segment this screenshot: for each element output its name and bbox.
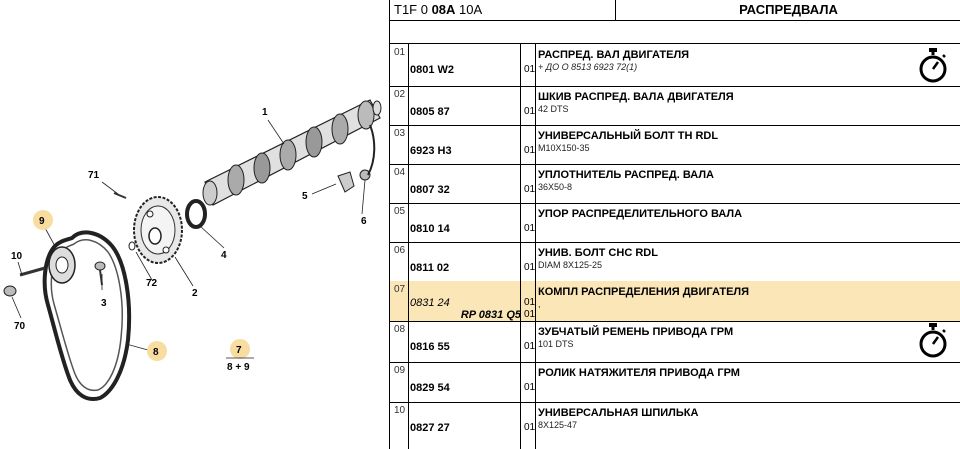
kit-label: 8 + 9 [227, 362, 250, 373]
camshaft-sprocket [133, 196, 183, 264]
part-name: ЗУБЧАТЫЙ РЕМЕНЬ ПРИВОДА ГРМ [538, 326, 734, 338]
row-index: 10 [394, 405, 406, 416]
label-71: 71 [88, 170, 100, 181]
quantity: 01 [524, 145, 536, 156]
part-description: , [538, 299, 541, 309]
quantity: 01 [524, 382, 536, 393]
tensioner-pulley [48, 246, 76, 284]
kit-quantity: 01 [524, 309, 536, 320]
part-reference: 0801 W2 [410, 64, 455, 76]
label-6: 6 [361, 216, 367, 227]
section-title: РАСПРЕДВАЛА [739, 2, 838, 17]
part-reference: 0816 55 [410, 341, 450, 353]
label-72: 72 [146, 278, 158, 289]
row-index: 06 [394, 245, 406, 256]
part-name: ШКИВ РАСПРЕД. ВАЛА ДВИГАТЕЛЯ [538, 91, 734, 103]
camshaft-seal [185, 199, 207, 229]
thrust-plate [337, 124, 376, 193]
part-description: 8X125-47 [538, 420, 578, 430]
row-index: 02 [394, 89, 406, 100]
part-reference: 0827 27 [410, 422, 450, 434]
part-name: УПЛОТНИТЕЛЬ РАСПРЕД. ВАЛА [538, 169, 714, 181]
part-reference: 0811 02 [410, 262, 450, 274]
row-index: 09 [394, 365, 406, 376]
row-index: 08 [394, 324, 406, 335]
row-index: 01 [394, 47, 406, 58]
row-index: 03 [394, 128, 406, 139]
row-index: 04 [394, 167, 406, 178]
part-reference: 6923 H3 [410, 145, 452, 157]
label-5: 5 [302, 191, 308, 202]
row-index: 05 [394, 206, 406, 217]
label-2: 2 [192, 288, 198, 299]
part-name: УНИВЕРСАЛЬНАЯ ШПИЛЬКА [538, 407, 699, 419]
part-reference: 0810 14 [410, 223, 450, 235]
quantity: 01 [524, 106, 536, 117]
label-7: 7 [236, 345, 242, 356]
stopwatch-icon[interactable] [918, 323, 948, 364]
part-description: + ДО О 8513 6923 72(1) [538, 62, 638, 72]
part-reference: 0807 32 [410, 184, 450, 196]
part-name: УНИВ. БОЛТ СНС RDL [538, 247, 658, 259]
part-description: 36X50-8 [538, 182, 573, 192]
part-description: DIAM 8X125-25 [538, 260, 603, 270]
part-description: M10X150-35 [538, 143, 590, 153]
part-reference: 0831 24 [410, 297, 450, 309]
quantity: 01 [524, 422, 536, 433]
label-1: 1 [262, 107, 268, 118]
bolt [94, 261, 106, 286]
parts-diagram: 1 2 3 4 5 6 70 71 72 10 9 8 7 8 + 9 [3, 99, 382, 401]
section-code: T1F 0 08A 10A [394, 2, 483, 17]
label-4: 4 [221, 250, 227, 261]
kit-reference: RP 0831 Q5 [460, 309, 521, 321]
row-index: 07 [394, 284, 406, 295]
part-reference: 0805 87 [410, 106, 450, 118]
part-name: КОМПЛ РАСПРЕДЕЛЕНИЯ ДВИГАТЕЛЯ [538, 286, 750, 298]
label-70: 70 [14, 321, 26, 332]
part-description: 42 DTS [538, 104, 569, 114]
stopwatch-icon[interactable] [918, 48, 948, 89]
quantity: 01 [524, 341, 536, 352]
label-10: 10 [11, 251, 23, 262]
quantity: 01 [524, 297, 536, 308]
part-name: УПОР РАСПРЕДЕЛИТЕЛЬНОГО ВАЛА [538, 208, 743, 220]
part-name: РОЛИК НАТЯЖИТЕЛЯ ПРИВОДА ГРМ [538, 367, 740, 379]
part-description: 101 DTS [538, 339, 574, 349]
quantity: 01 [524, 223, 536, 234]
part-reference: 0829 54 [410, 382, 450, 394]
label-8: 8 [153, 347, 159, 358]
stud [3, 266, 46, 297]
table-header: T1F 0 08A 10A РАСПРЕДВАЛА [390, 0, 960, 21]
label-9: 9 [39, 216, 45, 227]
quantity: 01 [524, 184, 536, 195]
quantity: 01 [524, 64, 536, 75]
part-name: УНИВЕРСАЛЬНЫЙ БОЛТ ТН RDL [538, 130, 719, 142]
label-3: 3 [101, 298, 107, 309]
quantity: 01 [524, 262, 536, 273]
part-name: РАСПРЕД. ВАЛ ДВИГАТЕЛЯ [538, 49, 690, 61]
camshaft [202, 99, 382, 206]
